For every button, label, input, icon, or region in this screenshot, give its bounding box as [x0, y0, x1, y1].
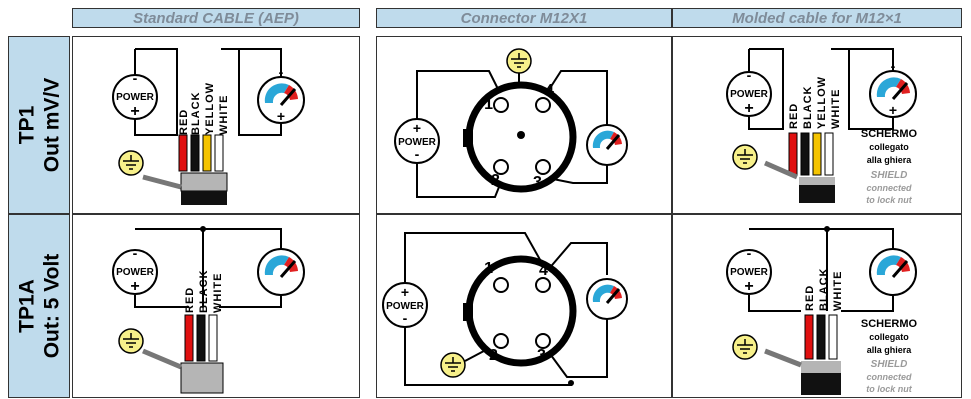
svg-text:-: - — [133, 70, 138, 86]
cable-wires — [142, 314, 224, 394]
svg-text:-: - — [133, 245, 138, 261]
svg-text:+: + — [401, 284, 409, 300]
svg-text:-: - — [403, 310, 408, 326]
wire-label-red: RED — [788, 103, 800, 129]
svg-text:SCHERMO: SCHERMO — [861, 128, 918, 140]
wire-label-black: BLACK — [190, 92, 202, 136]
gauge-icon — [257, 248, 305, 296]
shield-note: SCHERMO collegato alla ghiera SHIELD con… — [861, 318, 918, 394]
wire-label-white: WHITE — [212, 273, 224, 313]
wire-label-yellow: YELLOW — [204, 82, 216, 135]
row-subtitle-tp1: Out mV/V — [40, 77, 64, 173]
cable-wires — [763, 132, 835, 203]
power-supply-icon: - POWER + — [726, 245, 772, 295]
diagram-connector-tp1: 1 4 2 3 + POWER - — [376, 36, 672, 214]
svg-text:+: + — [744, 100, 753, 117]
svg-text:-: - — [279, 64, 284, 80]
cable-wires — [764, 314, 841, 395]
svg-text:POWER: POWER — [116, 92, 155, 103]
svg-text:connected: connected — [866, 183, 912, 193]
svg-text:alla ghiera: alla ghiera — [867, 345, 913, 355]
svg-text:2: 2 — [489, 347, 498, 364]
svg-text:+: + — [277, 108, 285, 124]
svg-text:-: - — [747, 67, 752, 83]
wire-label-white: WHITE — [830, 89, 842, 129]
header-standard-cable: Standard CABLE (AEP) — [72, 8, 360, 28]
svg-text:SHIELD: SHIELD — [871, 359, 908, 370]
svg-text:4: 4 — [539, 262, 548, 279]
row-label-tp1: TP1 Out mV/V — [8, 36, 70, 214]
svg-text:to lock nut: to lock nut — [866, 384, 912, 394]
gauge-icon: - + — [257, 64, 305, 124]
wire-label-black: BLACK — [818, 268, 830, 312]
wire-label-yellow: YELLOW — [816, 76, 828, 129]
wire-label-red: RED — [184, 287, 196, 313]
gauge-icon — [869, 248, 917, 296]
svg-text:4: 4 — [545, 82, 554, 99]
ground-icon — [440, 352, 466, 378]
diagram-standard-tp1: - POWER + - + RED BLACK YELLOW WHITE — [72, 36, 360, 214]
shield-note: SCHERMO collegato alla ghiera SHIELD con… — [861, 128, 918, 205]
svg-text:POWER: POWER — [730, 89, 769, 100]
diagram-molded-tp1a: - POWER + RED BLACK WHITE SCHE — [672, 214, 962, 398]
svg-text:+: + — [744, 278, 753, 295]
svg-text:3: 3 — [533, 174, 542, 191]
power-supply-icon: - POWER + — [112, 70, 158, 120]
svg-text:+: + — [889, 102, 897, 118]
svg-text:POWER: POWER — [386, 301, 425, 312]
wire-label-black: BLACK — [198, 270, 210, 314]
wire-label-black: BLACK — [802, 86, 814, 130]
row-subtitle-tp1a: Out: 5 Volt — [40, 253, 64, 359]
gauge-icon — [586, 278, 628, 320]
header-connector-m12: Connector M12X1 — [376, 8, 672, 28]
svg-text:POWER: POWER — [730, 267, 769, 278]
diagram-standard-tp1a: - POWER + RED BLACK WHITE — [72, 214, 360, 398]
connector-pins: 1 4 2 3 — [484, 260, 551, 364]
power-supply-icon: + POWER - — [382, 282, 428, 328]
svg-text:POWER: POWER — [398, 137, 437, 148]
gauge-icon: - + — [869, 58, 917, 118]
svg-text:3: 3 — [537, 347, 546, 364]
svg-text:collegato: collegato — [869, 142, 909, 152]
row-title-tp1: TP1 — [15, 105, 39, 145]
wire-label-red: RED — [178, 109, 190, 135]
ground-icon — [732, 334, 758, 360]
svg-text:1: 1 — [484, 260, 493, 277]
svg-text:SCHERMO: SCHERMO — [861, 318, 918, 330]
svg-text:-: - — [415, 146, 420, 162]
row-label-tp1a: TP1A Out: 5 Volt — [8, 214, 70, 398]
svg-text:-: - — [747, 245, 752, 261]
svg-text:to lock nut: to lock nut — [866, 195, 912, 205]
svg-text:1: 1 — [484, 96, 493, 113]
svg-text:+: + — [130, 278, 139, 295]
svg-text:2: 2 — [491, 172, 500, 189]
diagram-molded-tp1: - POWER + - + RED BLACK YELLOW WHITE — [672, 36, 962, 214]
connector-pins: 1 4 2 3 — [484, 82, 554, 191]
svg-text:+: + — [130, 103, 139, 120]
cable-wires — [142, 134, 228, 205]
svg-text:alla ghiera: alla ghiera — [867, 155, 913, 165]
wire-label-red: RED — [804, 285, 816, 311]
svg-text:+: + — [413, 120, 421, 136]
svg-text:collegato: collegato — [869, 332, 909, 342]
diagram-connector-tp1a: 1 4 2 3 + POWER - — [376, 214, 672, 398]
svg-text:-: - — [891, 58, 896, 74]
row-title-tp1a: TP1A — [15, 279, 39, 333]
ground-icon — [118, 150, 144, 176]
header-molded-cable: Molded cable for M12×1 — [672, 8, 962, 28]
power-supply-icon: - POWER + — [726, 67, 772, 117]
ground-icon — [118, 328, 144, 354]
wire-label-white: WHITE — [832, 271, 844, 311]
svg-text:POWER: POWER — [116, 267, 155, 278]
wire-label-white: WHITE — [218, 95, 230, 135]
power-supply-icon: + POWER - — [394, 118, 440, 164]
ground-icon — [506, 48, 532, 74]
svg-text:connected: connected — [866, 372, 912, 382]
ground-icon — [732, 144, 758, 170]
svg-text:SHIELD: SHIELD — [871, 170, 908, 181]
power-supply-icon: - POWER + — [112, 245, 158, 295]
gauge-icon — [586, 124, 628, 166]
